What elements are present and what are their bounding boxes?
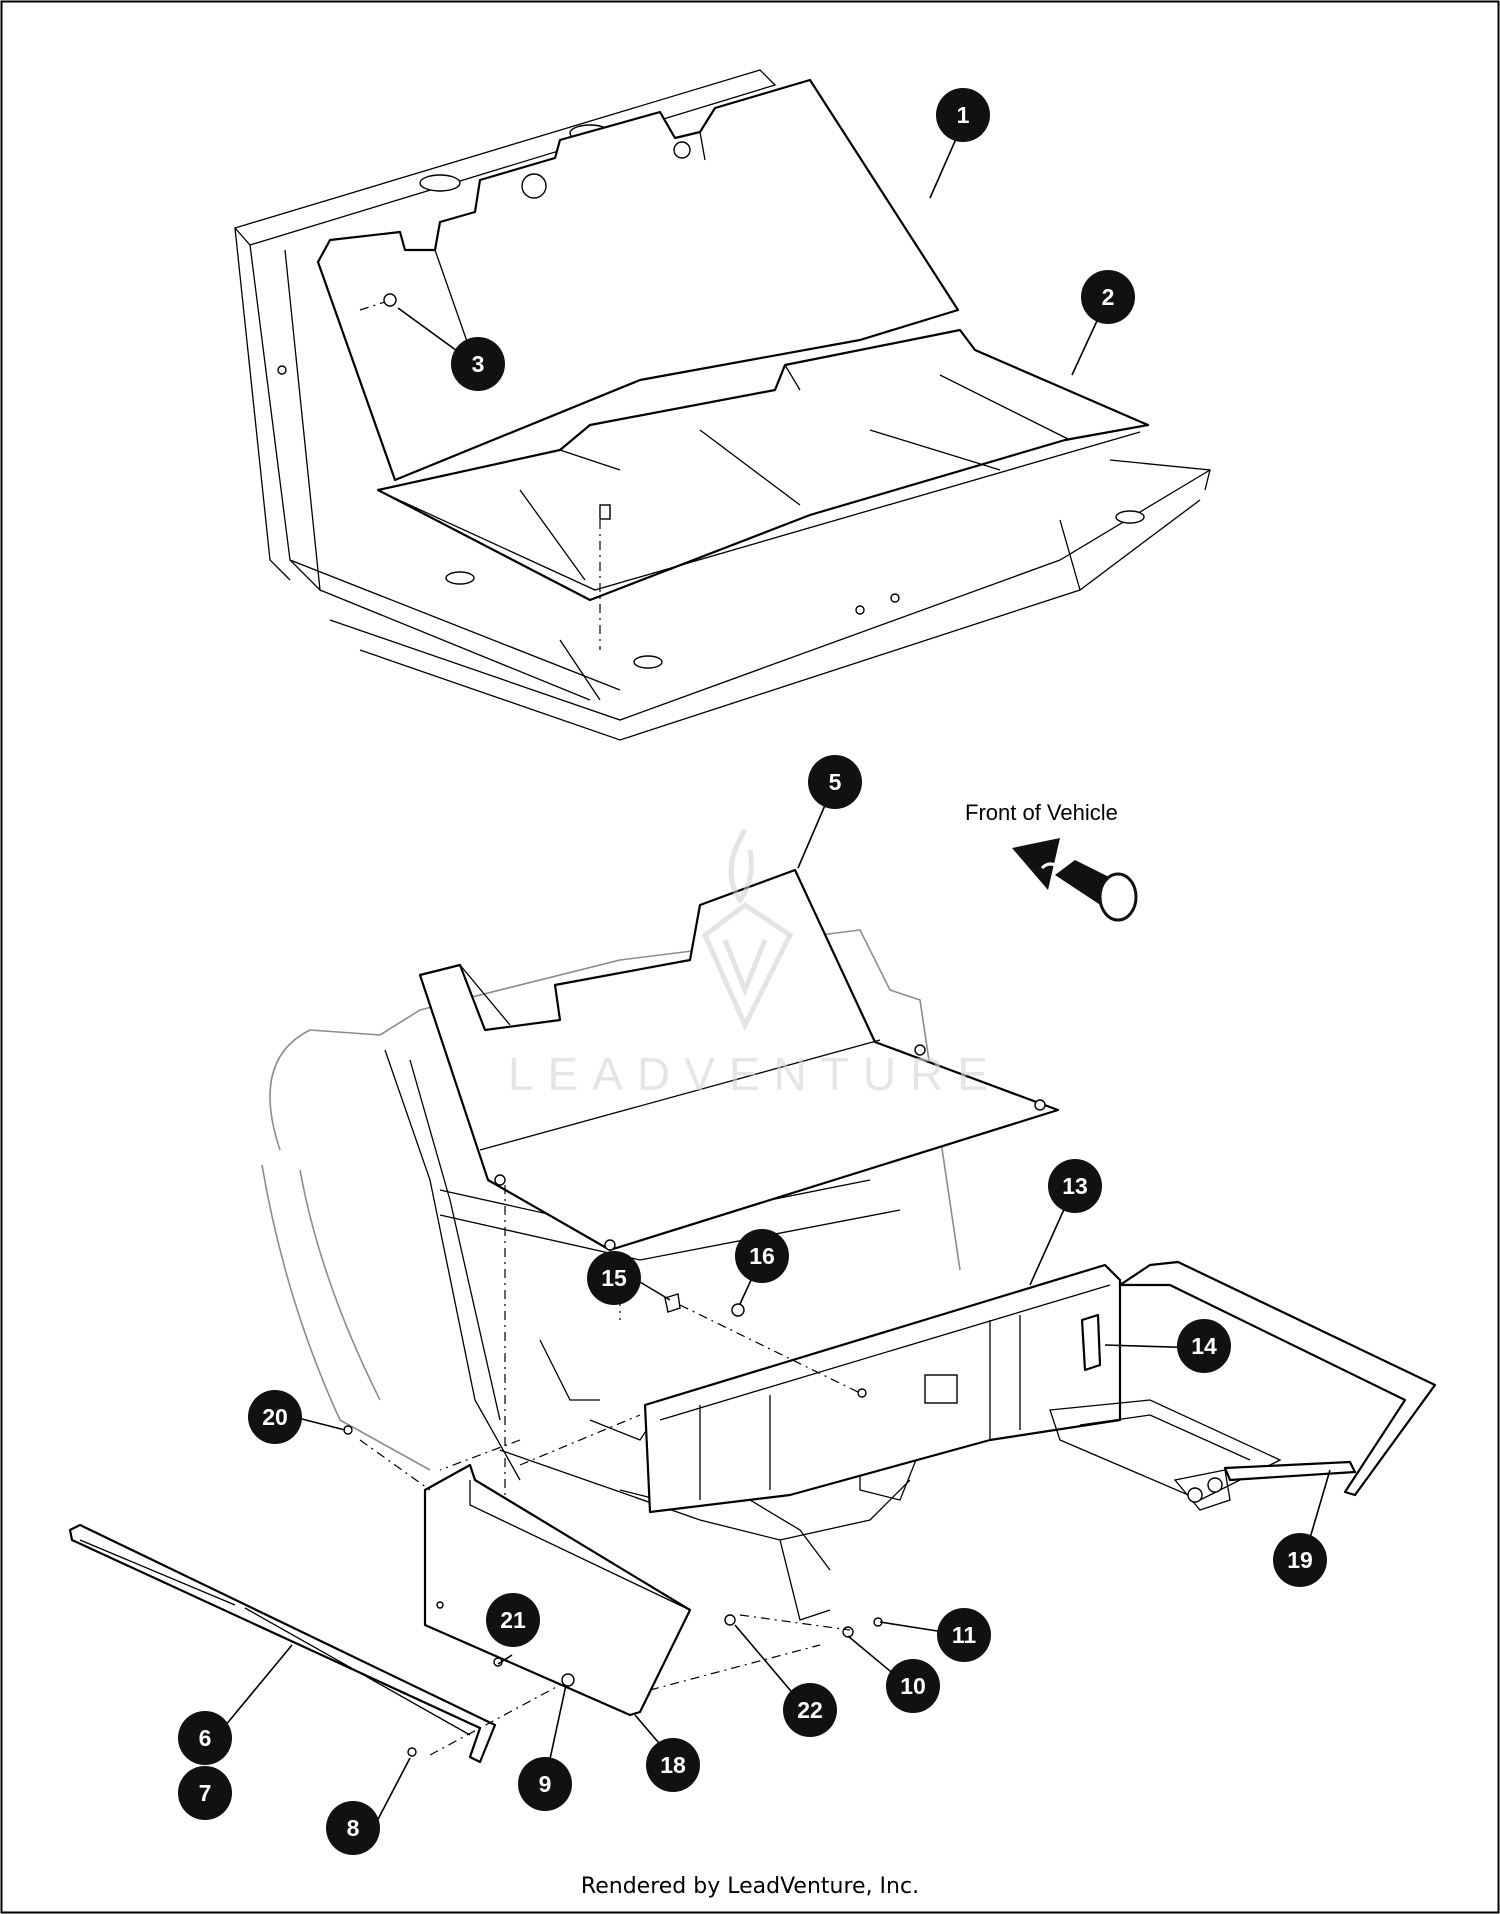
svg-text:3: 3 [472, 351, 485, 377]
callout-14: 14 [1177, 1319, 1231, 1373]
svg-text:7: 7 [199, 1780, 212, 1806]
svg-text:2: 2 [1102, 284, 1115, 310]
top-assembly [233, 69, 1211, 741]
callout-20: 20 [248, 1390, 302, 1444]
bottom-assembly [68, 868, 1437, 1764]
callout-10: 10 [886, 1659, 940, 1713]
part-6-rail [68, 1523, 497, 1764]
svg-text:14: 14 [1191, 1333, 1217, 1359]
callout-2: 2 [1081, 270, 1135, 324]
callout-3: 3 [451, 337, 505, 391]
svg-text:10: 10 [900, 1673, 926, 1699]
callout-13: 13 [1048, 1159, 1102, 1213]
svg-text:5: 5 [829, 769, 842, 795]
callout-15: 15 [587, 1251, 641, 1305]
svg-text:1: 1 [957, 102, 970, 128]
callout-16: 16 [735, 1229, 789, 1283]
callout-22: 22 [783, 1683, 837, 1737]
callout-11: 11 [937, 1608, 991, 1662]
svg-text:13: 13 [1062, 1173, 1088, 1199]
callout-21: 21 [486, 1593, 540, 1647]
callout-1: 1 [936, 88, 990, 142]
callout-19: 19 [1273, 1533, 1327, 1587]
callout-9: 9 [518, 1757, 572, 1811]
callout-7: 7 [178, 1766, 232, 1820]
rendered-by-credit: Rendered by LeadVenture, Inc. [580, 1874, 920, 1899]
callout-6: 6 [178, 1711, 232, 1765]
part-18-lower-panel [423, 1463, 692, 1717]
part-14-latch [1080, 1313, 1102, 1372]
callout-5: 5 [808, 755, 862, 809]
front-direction-arrow-icon [1012, 838, 1138, 922]
svg-text:6: 6 [199, 1725, 212, 1751]
assembly-lines [359, 1185, 861, 1756]
svg-text:21: 21 [500, 1607, 526, 1633]
callout-8: 8 [326, 1801, 380, 1855]
watermark-text: LEADVENTURE [508, 1048, 1002, 1100]
front-of-vehicle-label: Front of Vehicle [965, 800, 1118, 825]
callout-18: 18 [646, 1738, 700, 1792]
part-13-bulkhead [643, 1263, 1122, 1514]
svg-text:19: 19 [1287, 1547, 1313, 1573]
svg-text:20: 20 [262, 1404, 288, 1430]
part-19-side-rail [1223, 1460, 1357, 1482]
svg-text:9: 9 [539, 1771, 552, 1797]
part-2-floor-panel [376, 328, 1150, 602]
svg-text:16: 16 [749, 1243, 775, 1269]
svg-text:22: 22 [797, 1697, 823, 1723]
svg-text:8: 8 [347, 1815, 360, 1841]
svg-text:18: 18 [660, 1752, 686, 1778]
right-side-tray [1118, 1260, 1437, 1497]
leadventure-logo-icon [701, 828, 794, 1031]
svg-text:15: 15 [601, 1265, 627, 1291]
svg-text:11: 11 [952, 1622, 977, 1648]
